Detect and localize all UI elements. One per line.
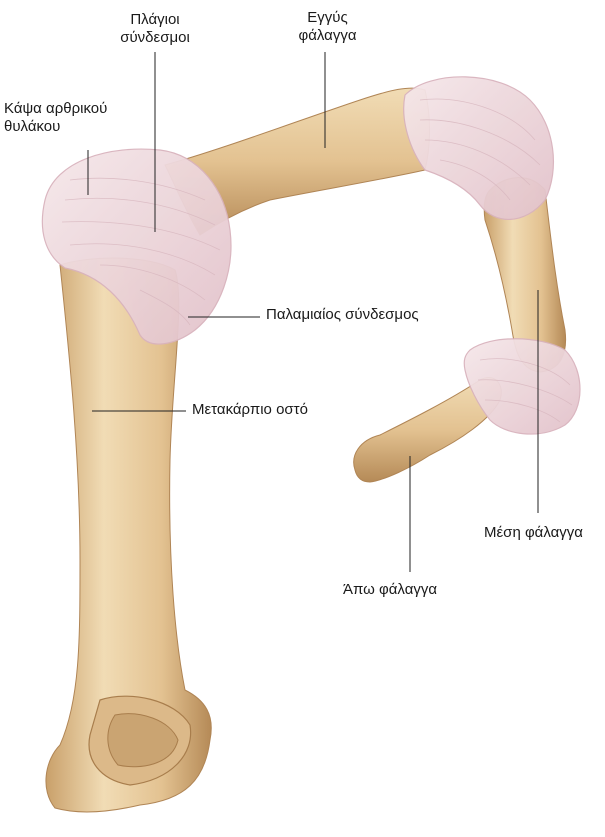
- distal-phalanx-label: Άπω φάλαγγα: [343, 581, 437, 599]
- proximal-line-2: φάλαγγα: [280, 27, 375, 45]
- pip-joint-capsule: [404, 77, 554, 220]
- joint-capsule-label: Κάψα αρθρικού θυλάκου: [4, 100, 107, 136]
- proximal-phalanx-label: Εγγύς φάλαγγα: [280, 9, 375, 45]
- collateral-line-1: Πλάγιοι: [103, 11, 207, 29]
- metacarpal-bone-label: Μετακάρπιο οστό: [192, 401, 308, 419]
- proximal-line-1: Εγγύς: [280, 9, 375, 27]
- collateral-line-2: σύνδεσμοι: [103, 29, 207, 47]
- collateral-ligaments-label: Πλάγιοι σύνδεσμοι: [103, 11, 207, 47]
- capsule-line-1: Κάψα αρθρικού: [4, 100, 107, 118]
- capsule-line-2: θυλάκου: [4, 118, 107, 136]
- palmar-ligament-label: Παλαμιαίος σύνδεσμος: [266, 306, 419, 324]
- middle-phalanx-label: Μέση φάλαγγα: [484, 524, 583, 542]
